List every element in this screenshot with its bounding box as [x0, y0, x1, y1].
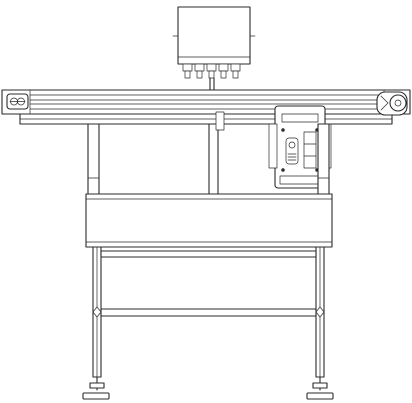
lower-stretcher — [92, 306, 325, 318]
frame-panel — [85, 193, 333, 248]
lower-top-crossbar — [100, 250, 317, 258]
control-box — [172, 6, 256, 65]
box-mounting-post — [209, 77, 215, 91]
cable-glands — [182, 63, 241, 79]
conveyor-side-rail — [19, 113, 393, 125]
tail-pulley — [6, 93, 29, 110]
leveling-feet — [82, 376, 334, 400]
drive-pulley — [376, 91, 408, 116]
conveyor-belt — [1, 89, 411, 115]
